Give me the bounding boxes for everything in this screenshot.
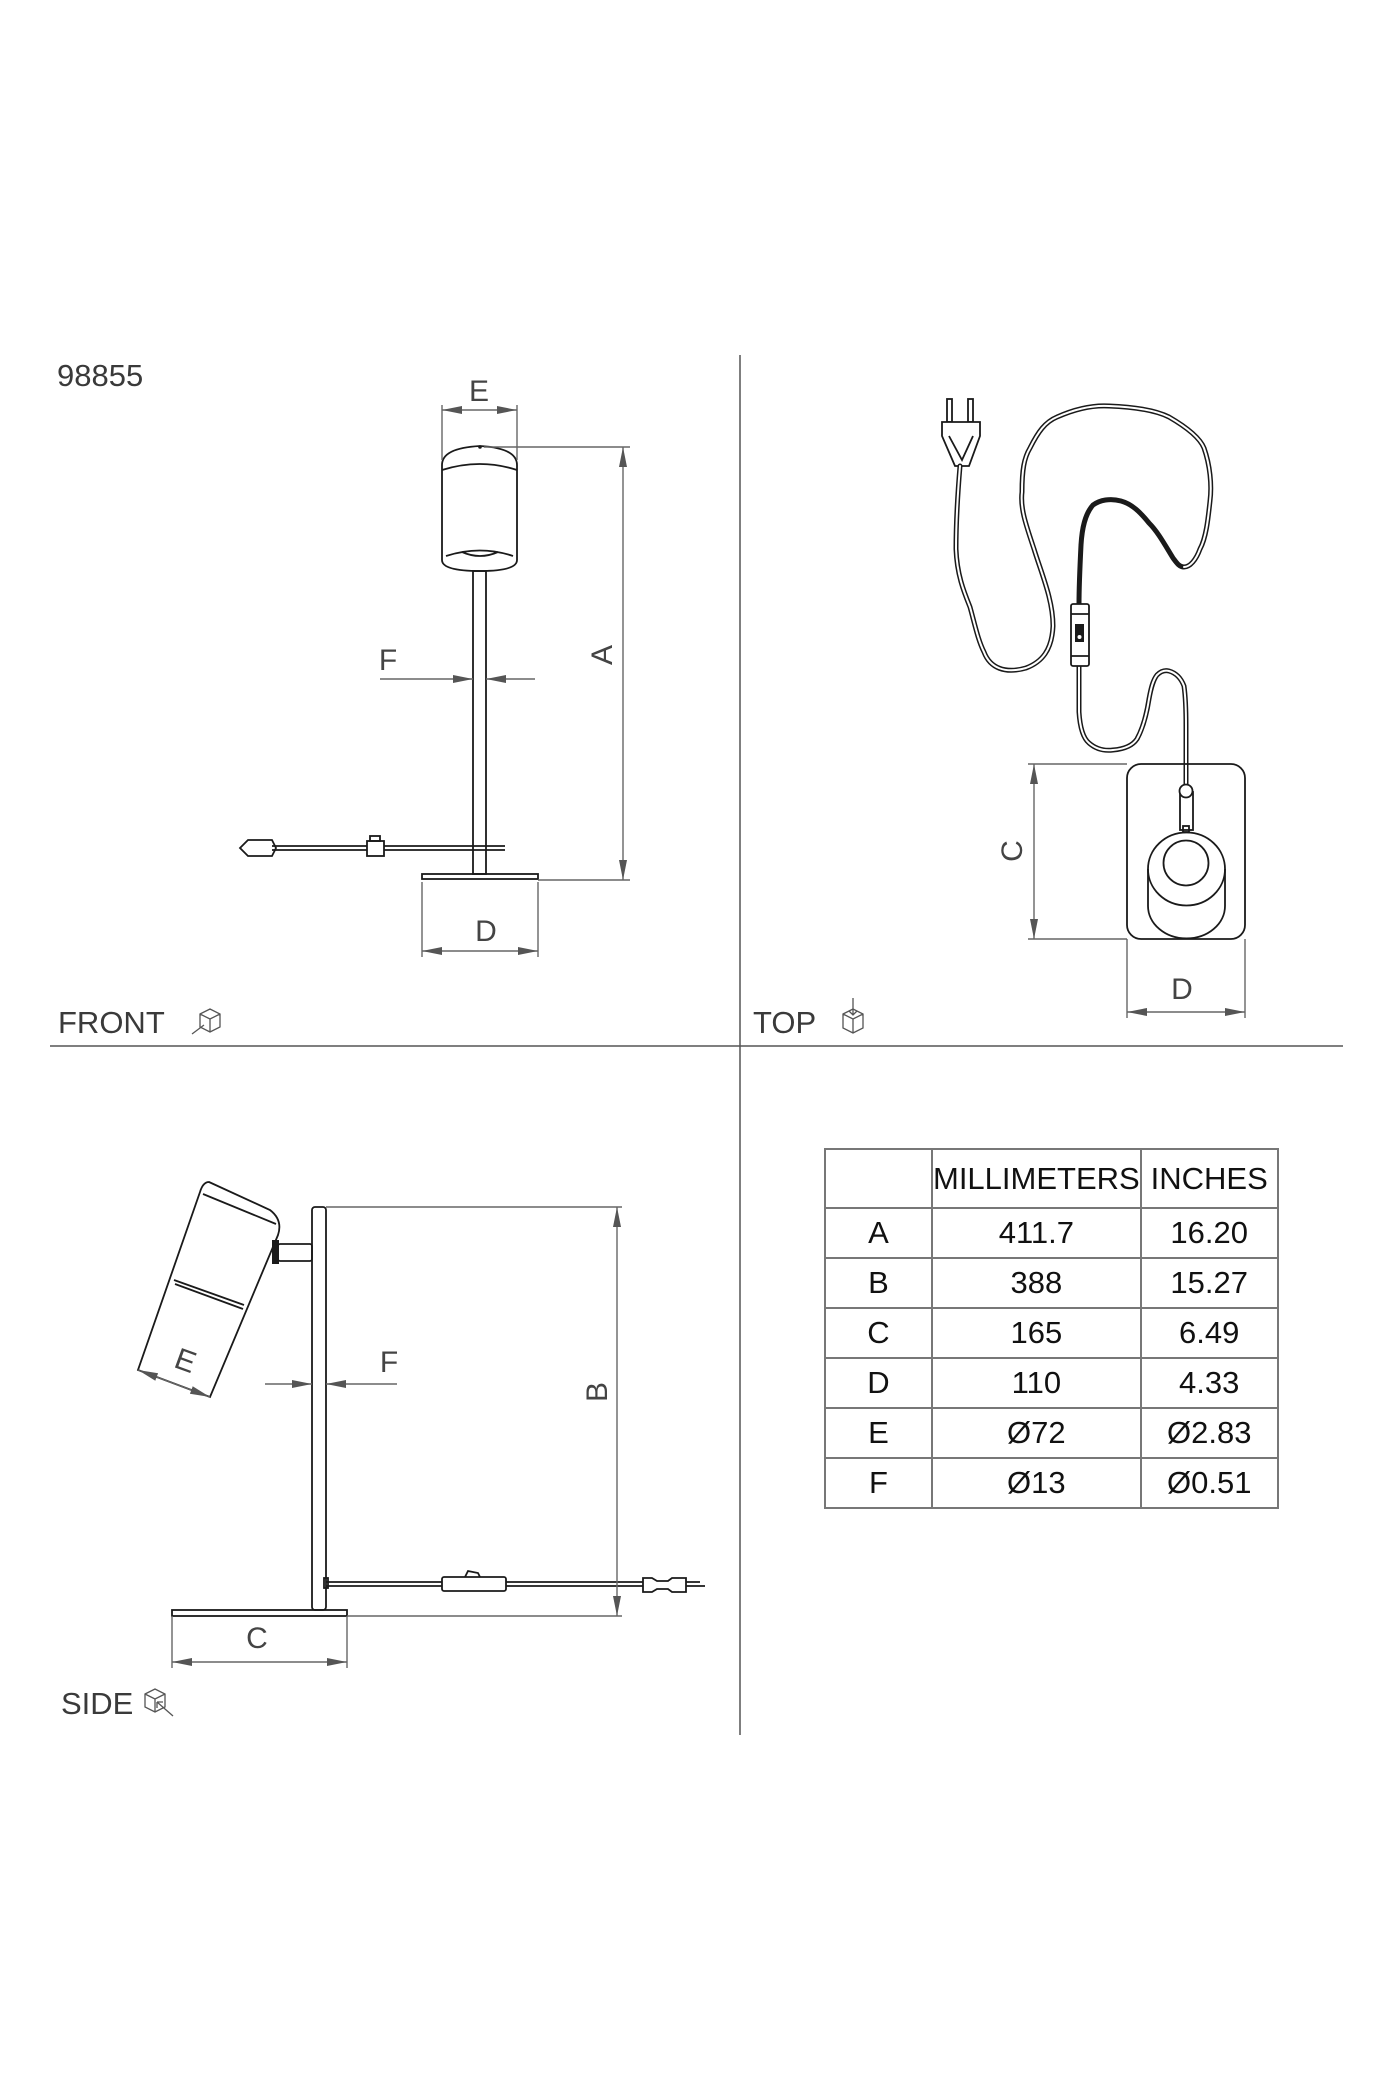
row-inches: 16.20 [1139, 1207, 1279, 1259]
power-cord [323, 1569, 705, 1593]
table-header-inches: INCHES [1139, 1148, 1279, 1209]
inline-switch [1070, 603, 1090, 667]
front-view: E A F D [238, 375, 630, 957]
row-millimeters: Ø72 [931, 1407, 1142, 1459]
row-inches: Ø2.83 [1139, 1407, 1279, 1459]
table-header-row: MILLIMETERS INCHES [824, 1148, 1279, 1209]
table-row: B 388 15.27 [824, 1257, 1279, 1309]
product-code: 98855 [57, 358, 143, 393]
row-millimeters: 165 [931, 1307, 1142, 1359]
table-row: C 165 6.49 [824, 1307, 1279, 1359]
front-dim-f-label: F [379, 644, 397, 677]
plug [941, 398, 981, 467]
lamp-stem [472, 570, 487, 875]
top-dim-d-label: D [1171, 973, 1193, 1006]
front-dim-a-label: A [586, 645, 619, 665]
table-header-blank [824, 1148, 933, 1209]
row-millimeters: 411.7 [931, 1207, 1142, 1259]
side-dim-c-label: C [246, 1622, 268, 1655]
row-dimension-letter: F [824, 1457, 933, 1509]
top-view: C D [941, 398, 1246, 1018]
row-inches: Ø0.51 [1139, 1457, 1279, 1509]
table-row: F Ø13 Ø0.51 [824, 1457, 1279, 1509]
row-dimension-letter: C [824, 1307, 933, 1359]
top-view-label: TOP [753, 1005, 816, 1040]
row-dimension-letter: D [824, 1357, 933, 1409]
row-inches: 4.33 [1139, 1357, 1279, 1409]
side-dim-f-label: F [380, 1346, 398, 1379]
side-view-cube-icon [144, 1688, 174, 1717]
front-view-cube-icon [191, 1008, 221, 1035]
power-cord [238, 835, 505, 857]
table-header-millimeters: MILLIMETERS [931, 1148, 1142, 1209]
side-view-label: SIDE [61, 1686, 133, 1721]
lamp-base [171, 1609, 348, 1617]
swivel-bracket [272, 1240, 313, 1264]
front-dim-d-label: D [475, 915, 497, 948]
side-view: E F B C [136, 1181, 705, 1668]
table-row: A 411.7 16.20 [824, 1207, 1279, 1259]
lamp-base [421, 873, 539, 880]
top-dim-c-label: C [996, 840, 1029, 862]
row-millimeters: 388 [931, 1257, 1142, 1309]
table-row: E Ø72 Ø2.83 [824, 1407, 1279, 1459]
power-cord [953, 403, 1214, 788]
row-dimension-letter: A [824, 1207, 933, 1259]
row-inches: 6.49 [1139, 1307, 1279, 1359]
top-view-cube-icon [842, 998, 864, 1034]
front-dim-e-label: E [469, 375, 489, 408]
row-dimension-letter: E [824, 1407, 933, 1459]
lamp-head [441, 445, 518, 572]
row-millimeters: 110 [931, 1357, 1142, 1409]
row-dimension-letter: B [824, 1257, 933, 1309]
front-view-label: FRONT [58, 1005, 165, 1040]
lamp-head [136, 1181, 281, 1399]
lamp-head-top [1147, 783, 1226, 940]
row-inches: 15.27 [1139, 1257, 1279, 1309]
table-row: D 110 4.33 [824, 1357, 1279, 1409]
row-millimeters: Ø13 [931, 1457, 1142, 1509]
dimensions-table: MILLIMETERS INCHES A 411.7 16.20 B 388 1… [824, 1148, 1279, 1509]
side-dim-b-label: B [581, 1382, 614, 1402]
lamp-stem [311, 1206, 327, 1611]
